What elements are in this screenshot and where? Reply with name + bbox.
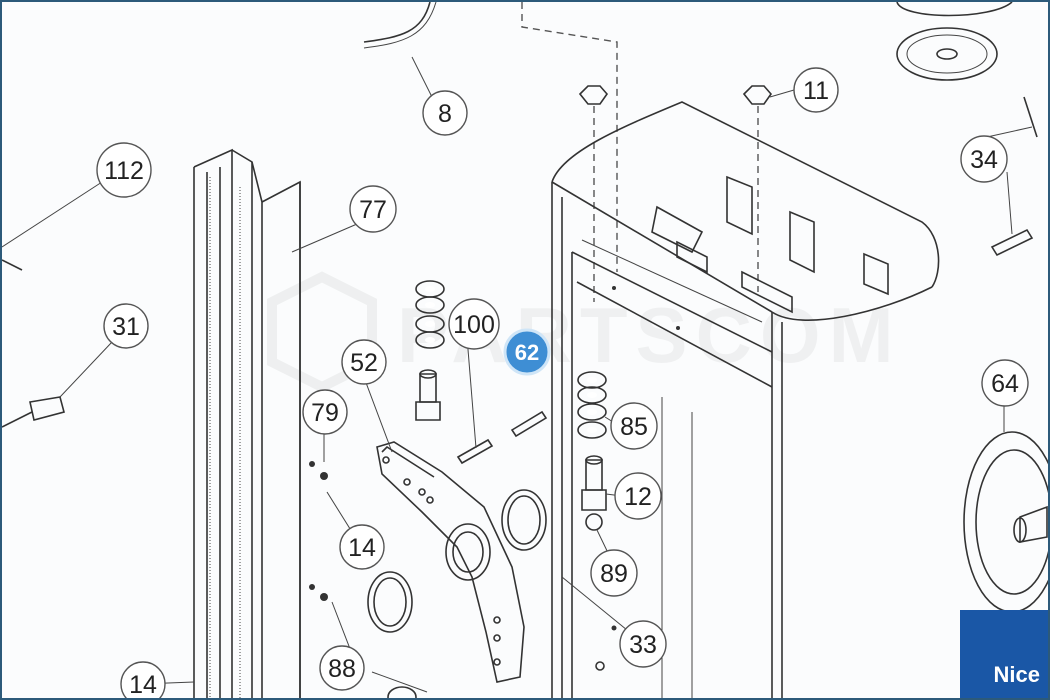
callout-64[interactable]: 64 [981,359,1029,407]
side-plate [299,182,328,698]
callout-12[interactable]: 12 [614,472,662,520]
callout-33[interactable]: 33 [619,620,667,668]
cabinet-housing [551,101,940,698]
callout-34[interactable]: 34 [960,135,1008,183]
svg-text:62: 62 [515,340,539,365]
bolt-part [415,96,1038,531]
svg-text:112: 112 [104,157,144,185]
svg-text:8: 8 [438,100,452,128]
callout-88[interactable]: 88 [319,645,365,691]
wire-part [363,2,437,49]
svg-text:64: 64 [991,370,1019,398]
svg-text:14: 14 [129,671,157,699]
callout-77[interactable]: 77 [349,185,397,233]
svg-text:79: 79 [311,399,339,427]
handwheel-part [963,431,1048,613]
callout-100[interactable]: 100 [448,298,500,350]
svg-text:88: 88 [328,655,356,683]
brand-logo: Nice [960,610,1048,698]
leader-lines [2,56,1033,693]
brand-text: Nice [993,662,1040,687]
svg-text:89: 89 [600,560,628,588]
svg-text:12: 12 [624,483,652,511]
motor-plate [376,441,525,683]
svg-text:100: 100 [453,311,495,339]
callout-11[interactable]: 11 [793,67,839,113]
callout-79[interactable]: 79 [302,389,348,435]
callout-112[interactable]: 112 [96,142,152,198]
callout-8[interactable]: 8 [422,90,468,136]
gasket-part [896,2,1013,81]
nut-part [578,85,773,302]
rack-profile [193,148,301,698]
svg-text:85: 85 [620,413,648,441]
svg-text:14: 14 [348,534,376,562]
svg-text:77: 77 [359,196,387,224]
ring-seal [367,489,547,698]
callout-14[interactable]: 14 [339,524,385,570]
connector-part [2,259,65,428]
svg-text:33: 33 [629,631,657,659]
callout-31[interactable]: 31 [103,303,149,349]
callout-52[interactable]: 52 [341,339,387,385]
callout-85[interactable]: 85 [610,402,658,450]
callout-89[interactable]: 89 [590,549,638,597]
callout-14-lower[interactable]: 14 [120,661,166,700]
svg-text:34: 34 [970,146,998,174]
hotspot-62[interactable]: 62 [503,328,551,376]
washer-stack [415,280,607,439]
svg-text:52: 52 [350,349,378,377]
svg-text:11: 11 [803,77,829,105]
svg-text:31: 31 [112,313,140,341]
